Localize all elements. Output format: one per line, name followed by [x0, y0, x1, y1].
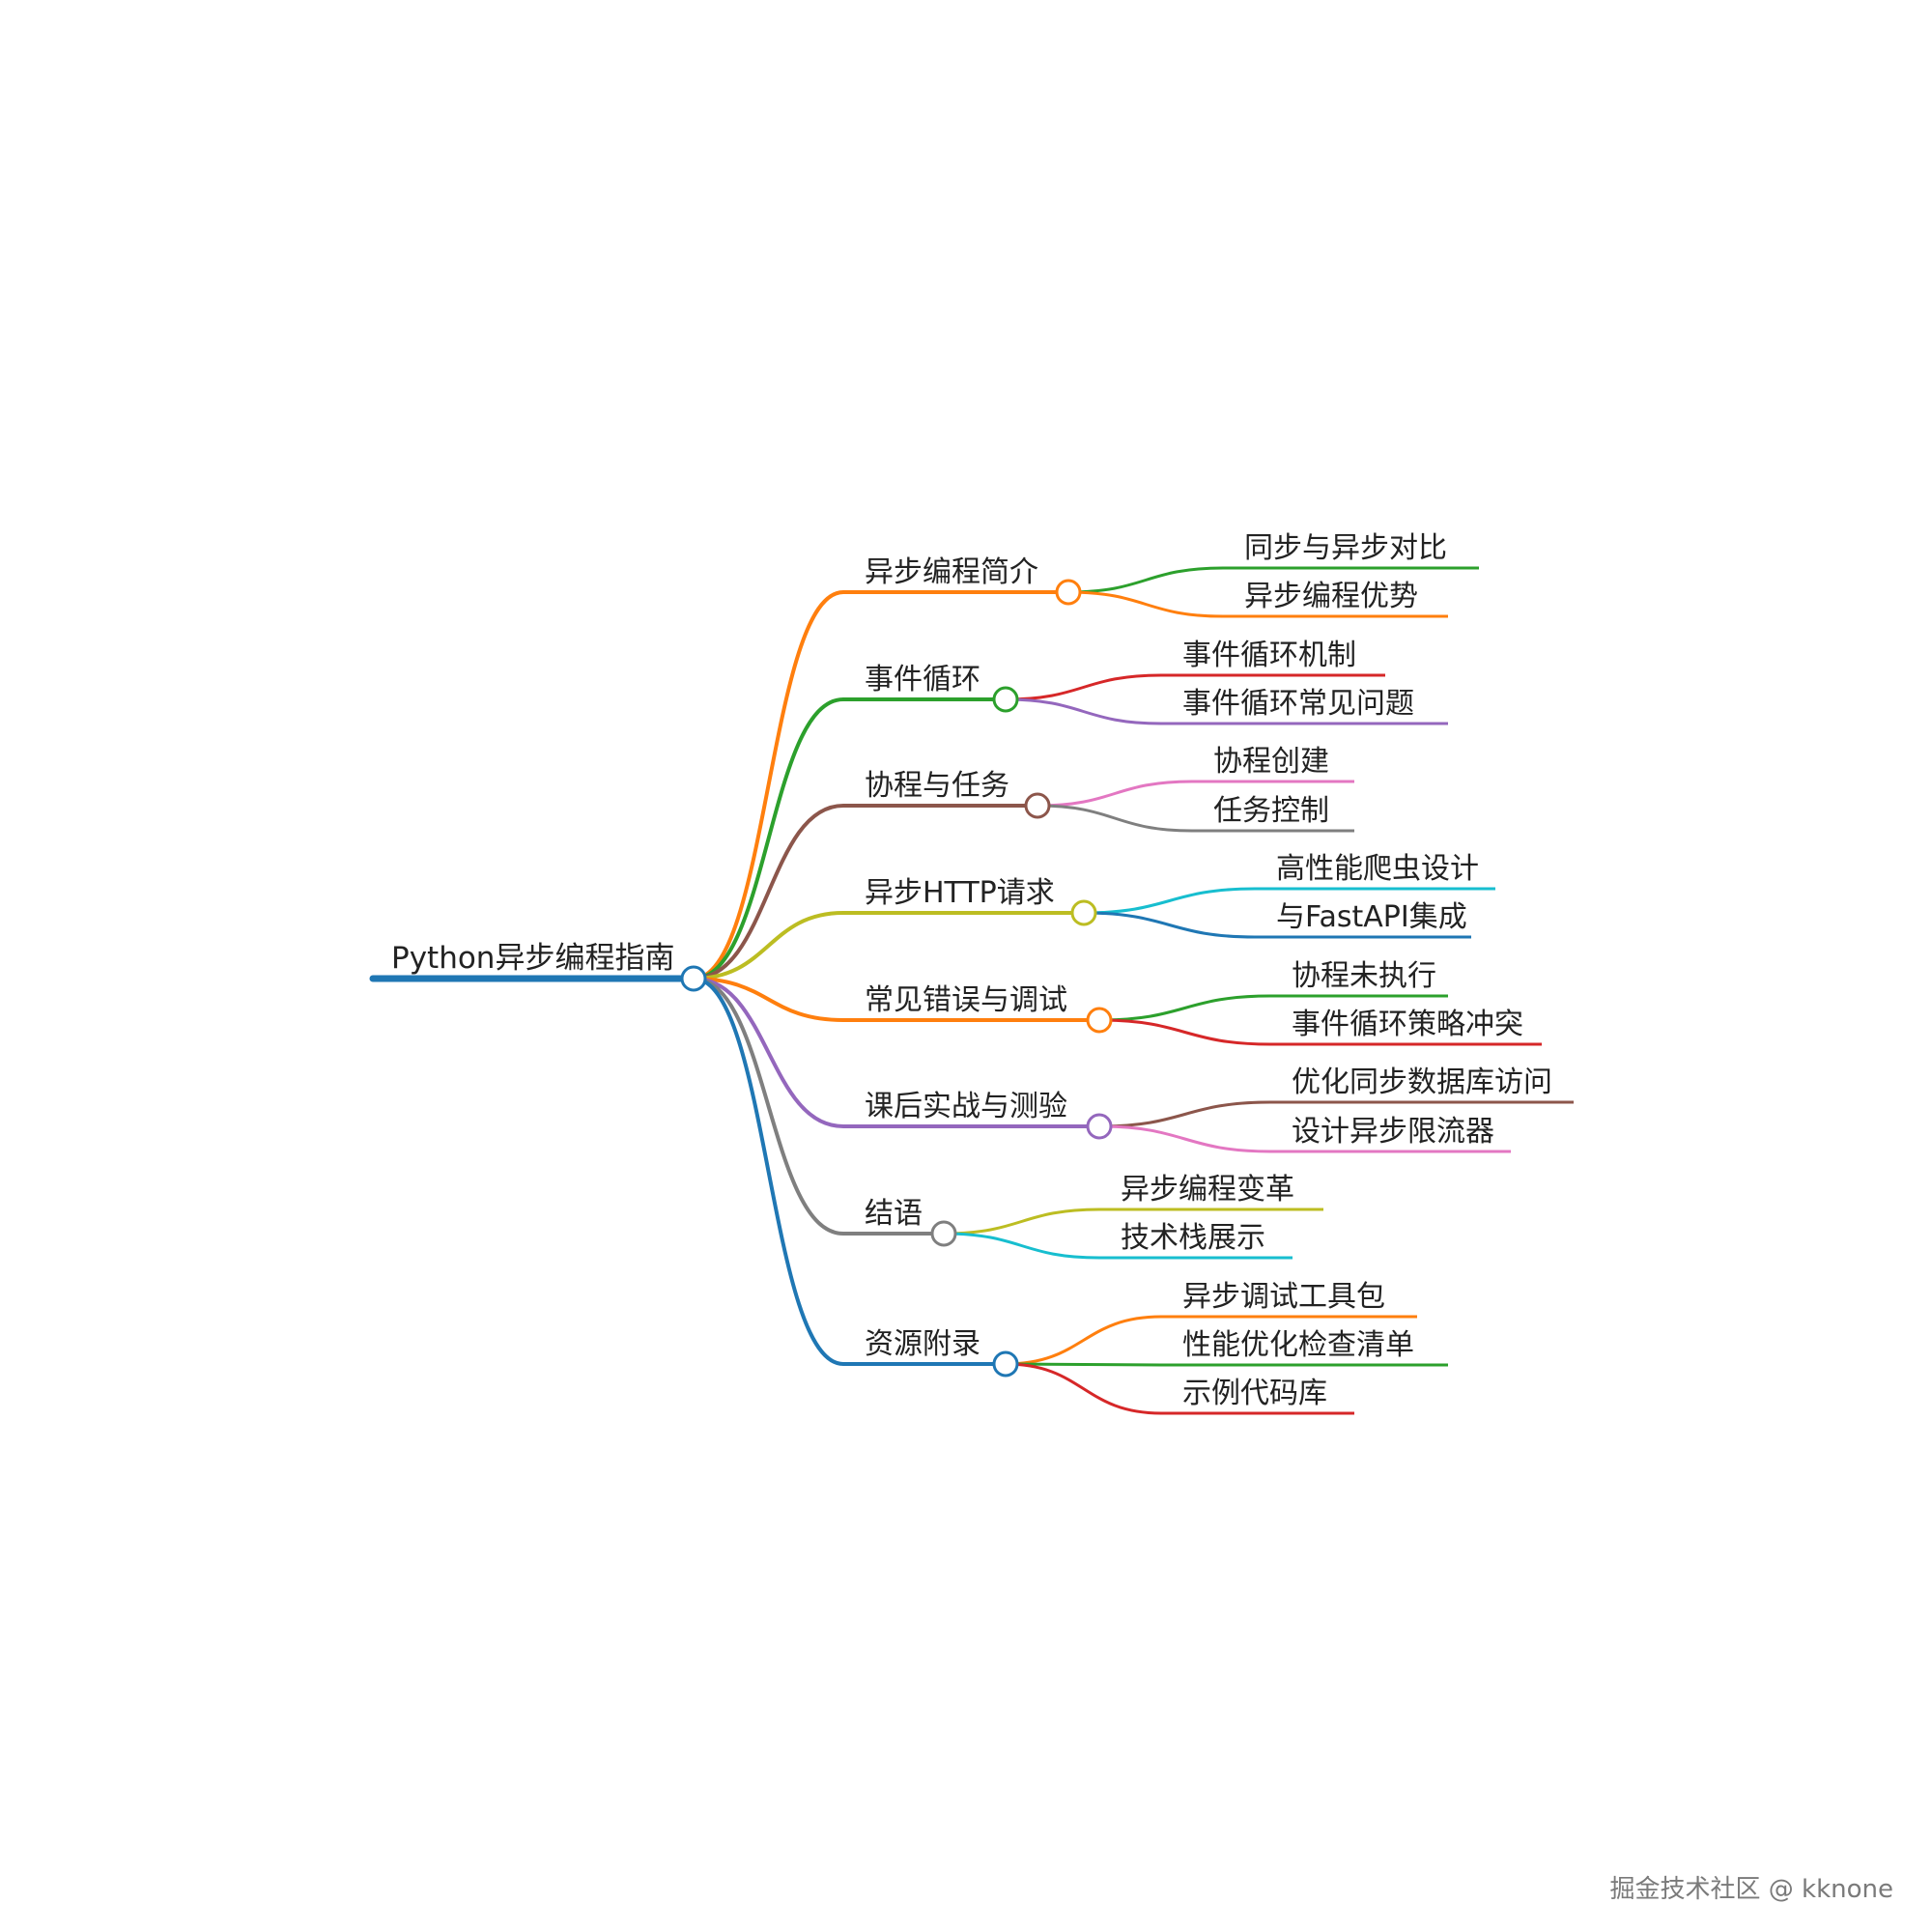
child-connector: [1067, 590, 1224, 618]
child-connector: [943, 1232, 1100, 1260]
branch-label[interactable]: 结语: [865, 1197, 923, 1231]
branch-toggle-circle[interactable]: [992, 686, 1019, 713]
branch-connector: [693, 590, 844, 980]
child-connector: [1005, 1362, 1162, 1415]
child-connector: [1037, 780, 1193, 808]
branch-toggle-circle[interactable]: [930, 1220, 957, 1247]
child-connector: [1005, 1362, 1162, 1367]
child-connector: [1098, 1100, 1271, 1128]
child-label[interactable]: 事件循环策略冲突: [1292, 1008, 1523, 1041]
root-label[interactable]: Python异步编程指南: [391, 941, 674, 976]
child-label[interactable]: 事件循环机制: [1182, 639, 1356, 672]
branch-toggle-circle[interactable]: [1086, 1007, 1113, 1034]
watermark: 掘金技术社区 @ kknone: [1609, 1875, 1893, 1904]
child-label[interactable]: 与FastAPI集成: [1276, 900, 1467, 934]
branch-label[interactable]: 事件循环: [865, 663, 980, 696]
child-connector: [1005, 673, 1162, 701]
child-label[interactable]: 设计异步限流器: [1292, 1115, 1494, 1149]
branch-connector: [693, 977, 844, 1366]
branch-connector: [693, 911, 844, 980]
branch-connector: [693, 697, 844, 980]
child-label[interactable]: 异步调试工具包: [1182, 1280, 1385, 1314]
child-label[interactable]: 性能优化检查清单: [1182, 1328, 1414, 1362]
child-label[interactable]: 协程未执行: [1292, 959, 1436, 993]
child-label[interactable]: 异步编程变革: [1121, 1173, 1294, 1207]
child-label[interactable]: 同步与异步对比: [1244, 531, 1447, 565]
child-connector: [1098, 1124, 1271, 1153]
child-label[interactable]: 技术栈展示: [1121, 1221, 1265, 1255]
branch-label[interactable]: 课后实战与测验: [865, 1090, 1067, 1123]
branch-label[interactable]: 常见错误与调试: [865, 983, 1067, 1017]
child-connector: [1098, 994, 1271, 1022]
child-connector: [1005, 1315, 1162, 1366]
branch-label[interactable]: 协程与任务: [865, 769, 1009, 803]
child-connector: [1005, 697, 1162, 725]
root-toggle-circle[interactable]: [680, 965, 707, 992]
branch-toggle-circle[interactable]: [992, 1350, 1019, 1378]
child-label[interactable]: 协程创建: [1213, 745, 1329, 779]
branch-toggle-circle[interactable]: [1024, 792, 1051, 819]
child-label[interactable]: 优化同步数据库访问: [1292, 1065, 1552, 1099]
branch-connector: [693, 977, 844, 1022]
child-label[interactable]: 任务控制: [1213, 794, 1329, 828]
branch-toggle-circle[interactable]: [1086, 1113, 1113, 1140]
branch-label[interactable]: 异步HTTP请求: [865, 876, 1055, 910]
child-connector: [1037, 804, 1193, 833]
child-label[interactable]: 事件循环常见问题: [1182, 687, 1414, 721]
branch-toggle-circle[interactable]: [1070, 899, 1097, 926]
branch-connector: [693, 804, 844, 980]
child-connector: [1067, 566, 1224, 594]
child-connector: [1098, 1018, 1271, 1046]
child-connector: [1083, 887, 1256, 915]
branch-toggle-circle[interactable]: [1055, 579, 1082, 606]
branch-label[interactable]: 资源附录: [865, 1327, 980, 1361]
branch-connector: [693, 977, 844, 1128]
child-label[interactable]: 异步编程优势: [1244, 580, 1418, 613]
child-label[interactable]: 高性能爬虫设计: [1276, 852, 1479, 886]
mindmap-links: [369, 566, 1574, 1415]
child-connector: [1083, 911, 1256, 939]
child-label[interactable]: 示例代码库: [1182, 1377, 1327, 1410]
branch-label[interactable]: 异步编程简介: [865, 555, 1038, 589]
child-connector: [943, 1208, 1100, 1236]
branch-connector: [693, 977, 844, 1236]
